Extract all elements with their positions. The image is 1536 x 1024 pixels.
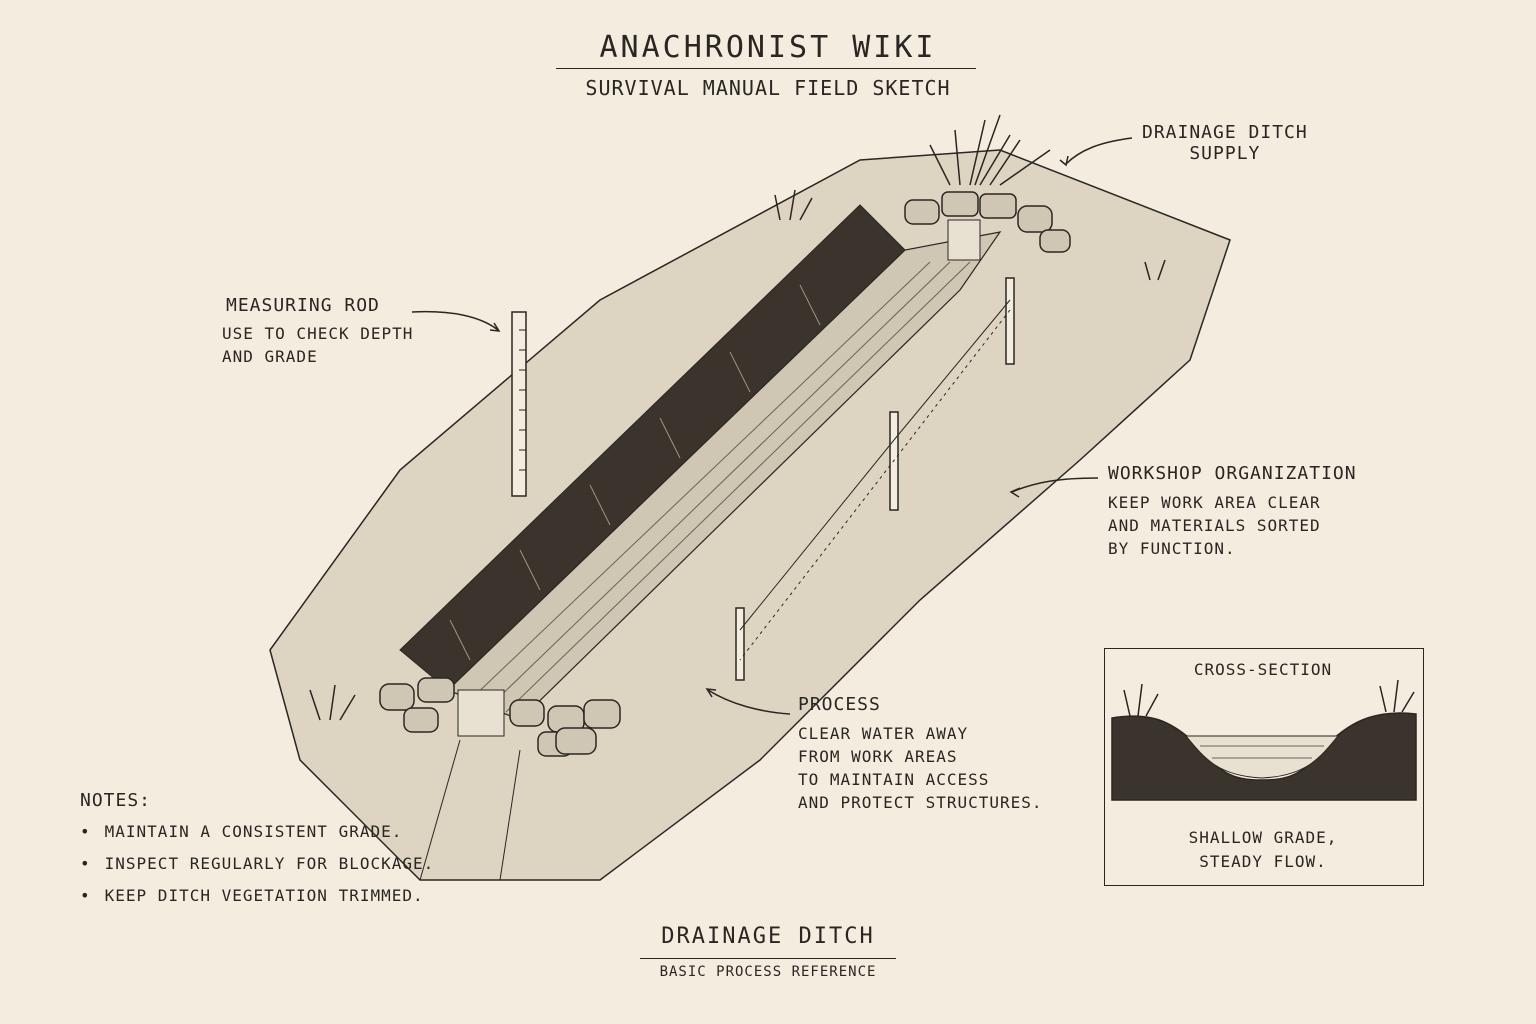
workshop-callout-heading: WORKSHOP ORGANIZATION <box>1108 463 1357 484</box>
grass-tufts <box>309 114 1166 721</box>
notes-heading: NOTES: <box>80 790 152 811</box>
outlet-stones <box>379 677 621 757</box>
page-subtitle: SURVIVAL MANUAL FIELD SKETCH <box>585 76 951 100</box>
process-callout-heading: PROCESS <box>798 694 881 715</box>
supply-callout: DRAINAGE DITCH SUPPLY <box>1142 122 1308 164</box>
diagram-title-underline <box>640 958 896 959</box>
page-title: ANACHRONIST WIKI <box>599 30 937 65</box>
diagram-title: DRAINAGE DITCH <box>661 924 875 949</box>
cross-section-box <box>1104 648 1424 886</box>
rod-callout-body: USE TO CHECK DEPTH AND GRADE <box>222 324 414 366</box>
cross-section-diagram <box>1111 679 1417 801</box>
rod-callout-heading: MEASURING ROD <box>226 295 380 316</box>
cross-section-title: CROSS-SECTION <box>1193 660 1333 679</box>
supply-callout-body: SUPPLY <box>1189 143 1261 164</box>
list-item: KEEP DITCH VEGETATION TRIMMED. <box>80 886 434 918</box>
callout-arrows <box>411 137 1133 715</box>
diagram-subtitle: BASIC PROCESS REFERENCE <box>659 964 877 980</box>
supply-callout-heading: DRAINAGE DITCH <box>1142 122 1308 143</box>
cross-section-caption: SHALLOW GRADE, STEADY FLOW. <box>1188 828 1338 871</box>
inlet-stones <box>904 191 1071 253</box>
list-item: MAINTAIN A CONSISTENT GRADE. <box>80 822 434 854</box>
grade-string <box>739 299 1011 661</box>
process-callout-body: CLEAR WATER AWAY FROM WORK AREAS TO MAIN… <box>798 724 1043 812</box>
ditch-wall <box>399 204 906 691</box>
inlet-water <box>947 219 981 261</box>
title-underline <box>556 68 976 69</box>
ground-bank <box>269 149 1231 881</box>
notes-list: MAINTAIN A CONSISTENT GRADE. INSPECT REG… <box>80 822 434 918</box>
workshop-callout-body: KEEP WORK AREA CLEAR AND MATERIALS SORTE… <box>1108 493 1321 558</box>
measuring-rod <box>511 311 527 497</box>
outlet-water <box>457 689 505 737</box>
list-item: INSPECT REGULARLY FOR BLOCKAGE. <box>80 854 434 886</box>
